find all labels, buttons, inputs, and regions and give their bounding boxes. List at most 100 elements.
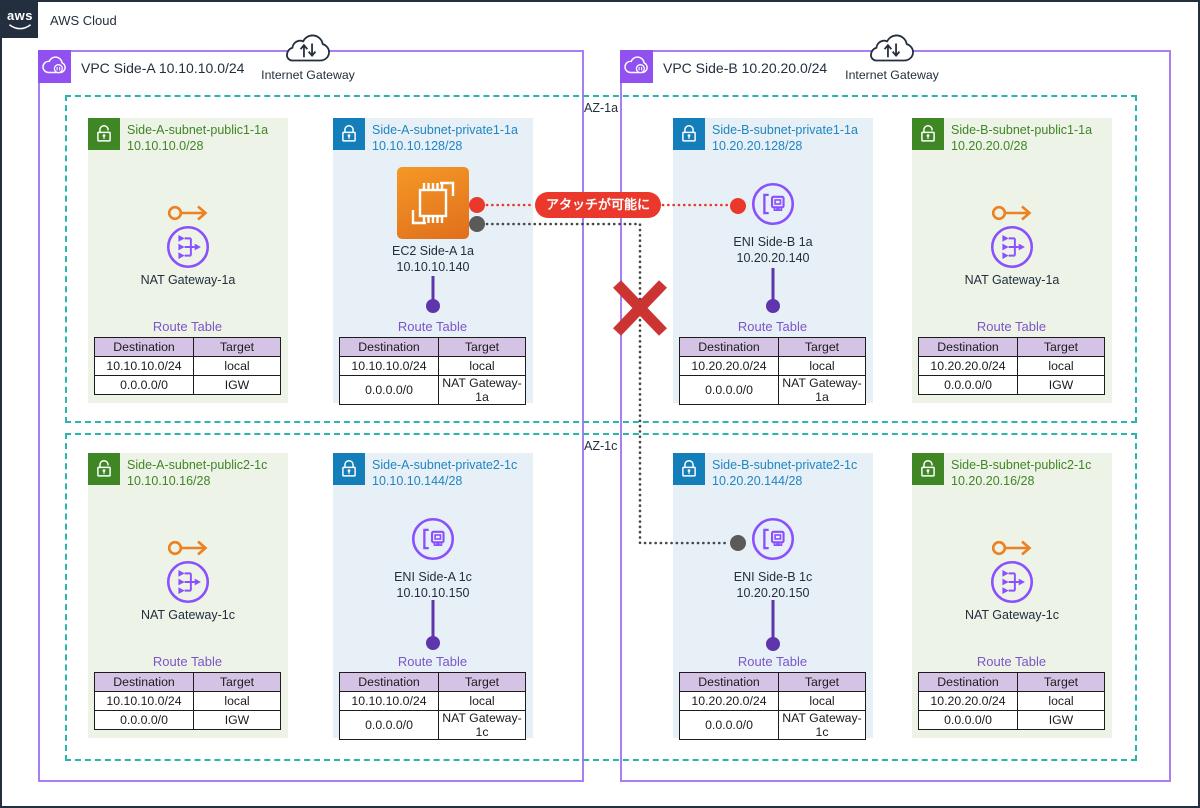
- route-table-title: Route Table: [737, 319, 808, 334]
- subnet-cidr: 10.20.20.128/28: [712, 138, 803, 153]
- subnet-cidr: 10.20.20.16/28: [951, 473, 1035, 488]
- route-col-target: Target: [438, 672, 526, 692]
- route-table-title: Route Table: [976, 319, 1047, 334]
- route-col-destination: Destination: [339, 337, 439, 357]
- route-col-destination: Destination: [679, 337, 779, 357]
- route-col-target: Target: [438, 337, 526, 357]
- attach-annotation-label: アタッチが可能に: [535, 192, 662, 218]
- eni-label: ENI Side-B 1c: [733, 570, 813, 584]
- nat-gateway-arrow-icon: [167, 204, 209, 222]
- az-1c-label: AZ-1c: [584, 439, 618, 453]
- closed-lock-icon: [336, 121, 362, 147]
- nat-gateway-icon: [165, 224, 211, 270]
- nat-gateway-icon: [989, 224, 1035, 270]
- private-subnet-icon: [333, 453, 365, 485]
- eni-ip: 10.20.20.150: [736, 586, 810, 600]
- nat-gateway-arrow-icon: [991, 539, 1033, 557]
- route-table-title: Route Table: [152, 319, 223, 334]
- ec2-label: EC2 Side-A 1a: [392, 244, 474, 258]
- route-col-target: Target: [1017, 672, 1105, 692]
- eni-icon: [410, 516, 456, 562]
- internet-gateway-side-b: Internet Gateway: [832, 33, 952, 82]
- route-col-target: Target: [1017, 337, 1105, 357]
- closed-lock-icon: [676, 456, 702, 482]
- eni-icon: [750, 181, 796, 227]
- subnet-cidr: 10.20.20.0/28: [951, 138, 1028, 153]
- subnet-name: Side-B-subnet-public1-1a: [951, 123, 1093, 137]
- nat-gateway-arrow-icon: [167, 539, 209, 557]
- route-table-title: Route Table: [397, 319, 468, 334]
- subnet-name: Side-B-subnet-private1-1a: [712, 123, 858, 137]
- subnet-cidr: 10.10.10.144/28: [372, 473, 463, 488]
- eni-label: ENI Side-A 1c: [394, 570, 472, 584]
- vpc-cloud-icon: [39, 51, 70, 82]
- ec2-ip: 10.10.10.140: [396, 260, 470, 274]
- open-lock-icon: [91, 121, 117, 147]
- aws-logo: aws: [2, 2, 38, 38]
- private-subnet-icon: [673, 118, 705, 150]
- eni-ip: 10.20.20.140: [736, 251, 810, 265]
- route-col-target: Target: [778, 337, 866, 357]
- route-col-target: Target: [778, 672, 866, 692]
- ec2-instance-icon: [397, 167, 469, 239]
- aws-smile-icon: [8, 24, 32, 30]
- route-col-target: Target: [193, 337, 281, 357]
- az-1a-label: AZ-1a: [584, 101, 619, 115]
- open-lock-icon: [915, 121, 941, 147]
- vpc-icon: [620, 50, 653, 83]
- aws-cloud-title: AWS Cloud: [50, 13, 117, 28]
- route-table-title: Route Table: [397, 654, 468, 669]
- subnet-name: Side-A-subnet-public1-1a: [127, 123, 269, 137]
- vpc-icon: [38, 50, 71, 83]
- route-table-title: Route Table: [737, 654, 808, 669]
- route-col-destination: Destination: [679, 672, 779, 692]
- internet-gateway-side-a: Internet Gateway: [248, 33, 368, 82]
- route-col-destination: Destination: [918, 337, 1018, 357]
- private-subnet-icon: [333, 118, 365, 150]
- eni-icon: [750, 516, 796, 562]
- route-table-title: Route Table: [152, 654, 223, 669]
- public-subnet-icon: [88, 453, 120, 485]
- route-col-destination: Destination: [94, 672, 194, 692]
- internet-gateway-label: Internet Gateway: [261, 68, 355, 82]
- subnet-name: Side-A-subnet-public2-1c: [127, 458, 268, 472]
- internet-gateway-label: Internet Gateway: [845, 68, 939, 82]
- nat-gateway-label: NAT Gateway-1c: [964, 608, 1059, 622]
- open-lock-icon: [915, 456, 941, 482]
- subnet-cidr: 10.10.10.128/28: [372, 138, 463, 153]
- eni-label: ENI Side-B 1a: [733, 235, 813, 249]
- internet-gateway-icon: [282, 33, 334, 67]
- public-subnet-icon: [912, 118, 944, 150]
- nat-gateway-icon: [165, 559, 211, 605]
- vpc-side-b-title: VPC Side-B 10.20.20.0/24: [663, 60, 828, 76]
